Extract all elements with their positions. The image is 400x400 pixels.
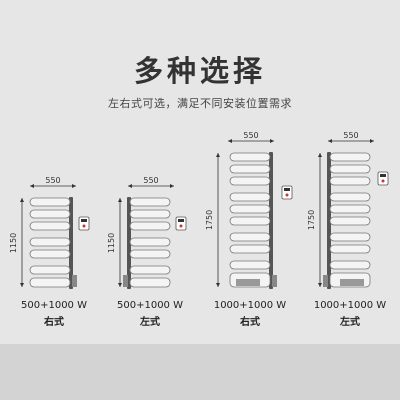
height-dimension: 1750 (307, 153, 322, 287)
side-label: 右式 (240, 317, 260, 328)
height-label: 1750 (307, 210, 316, 230)
width-label: 550 (143, 176, 158, 185)
radiator-body (229, 152, 277, 289)
side-label: 左式 (140, 317, 160, 328)
page-subtitle: 左右式可选，满足不同安装位置需求 (108, 97, 292, 110)
height-dimension: 1150 (9, 198, 24, 287)
power-label: 500+1000 W (21, 300, 87, 311)
width-dimension: 550 (328, 131, 374, 143)
power-label: 500+1000 W (117, 300, 183, 311)
controller-icon (281, 185, 293, 200)
width-label: 550 (45, 176, 60, 185)
controller-icon (175, 216, 187, 231)
width-dimension: 550 (30, 176, 76, 188)
height-label: 1150 (107, 233, 116, 253)
width-label: 550 (243, 131, 258, 140)
power-label: 1000+1000 W (313, 300, 387, 311)
controller-icon (78, 216, 90, 231)
width-label: 550 (343, 131, 358, 140)
radiator-body (323, 152, 371, 289)
height-label: 1150 (9, 233, 18, 253)
width-dimension: 550 (228, 131, 274, 143)
page-title: 多种选择 (133, 54, 266, 88)
controller-icon (377, 171, 389, 186)
power-label: 1000+1000 W (213, 300, 287, 311)
height-dimension: 1750 (205, 153, 220, 287)
height-dimension: 1150 (107, 198, 122, 287)
side-label: 右式 (44, 317, 64, 328)
height-label: 1750 (205, 210, 214, 230)
width-dimension: 550 (128, 176, 174, 188)
bottom-band (0, 344, 400, 400)
side-label: 左式 (340, 317, 360, 328)
radiator-body (123, 197, 171, 289)
radiator-body (29, 197, 77, 289)
